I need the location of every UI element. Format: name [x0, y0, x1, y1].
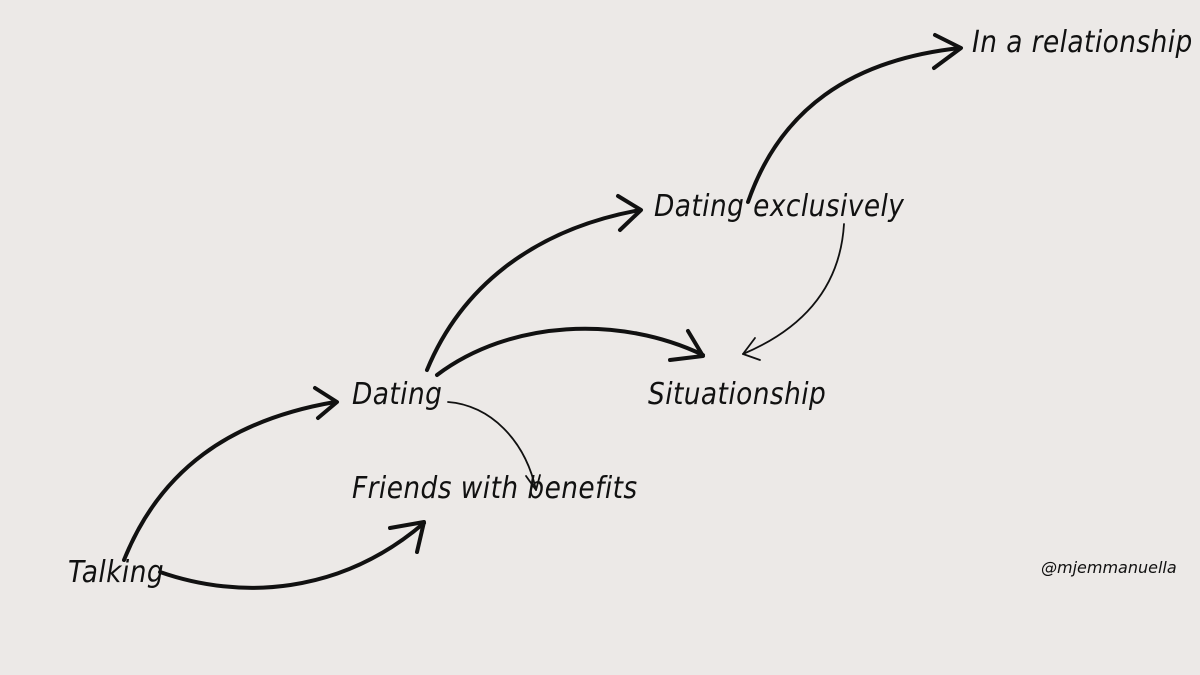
node-talking: Talking — [68, 555, 165, 590]
author-credit: @mjemmanuella — [1041, 558, 1177, 577]
node-dating-exclusively: Dating exclusively — [654, 189, 905, 224]
arrow-dating-exclusively-to-in-a-relationship — [746, 33, 963, 204]
arrow-dating-to-friends-with-benefits — [447, 401, 541, 491]
arrow-dating-to-situationship — [435, 326, 705, 377]
arrow-dating-to-dating-exclusively — [425, 194, 643, 372]
arrow-talking-to-dating — [122, 386, 339, 562]
arrow-talking-to-friends-with-benefits — [158, 520, 426, 590]
node-situationship: Situationship — [648, 377, 827, 412]
node-dating: Dating — [352, 377, 443, 412]
arrow-dating-exclusively-to-situationship — [742, 223, 845, 361]
node-in-a-relationship: In a relationship — [972, 25, 1193, 60]
node-friends-with-benefits: Friends with benefits — [352, 471, 638, 506]
